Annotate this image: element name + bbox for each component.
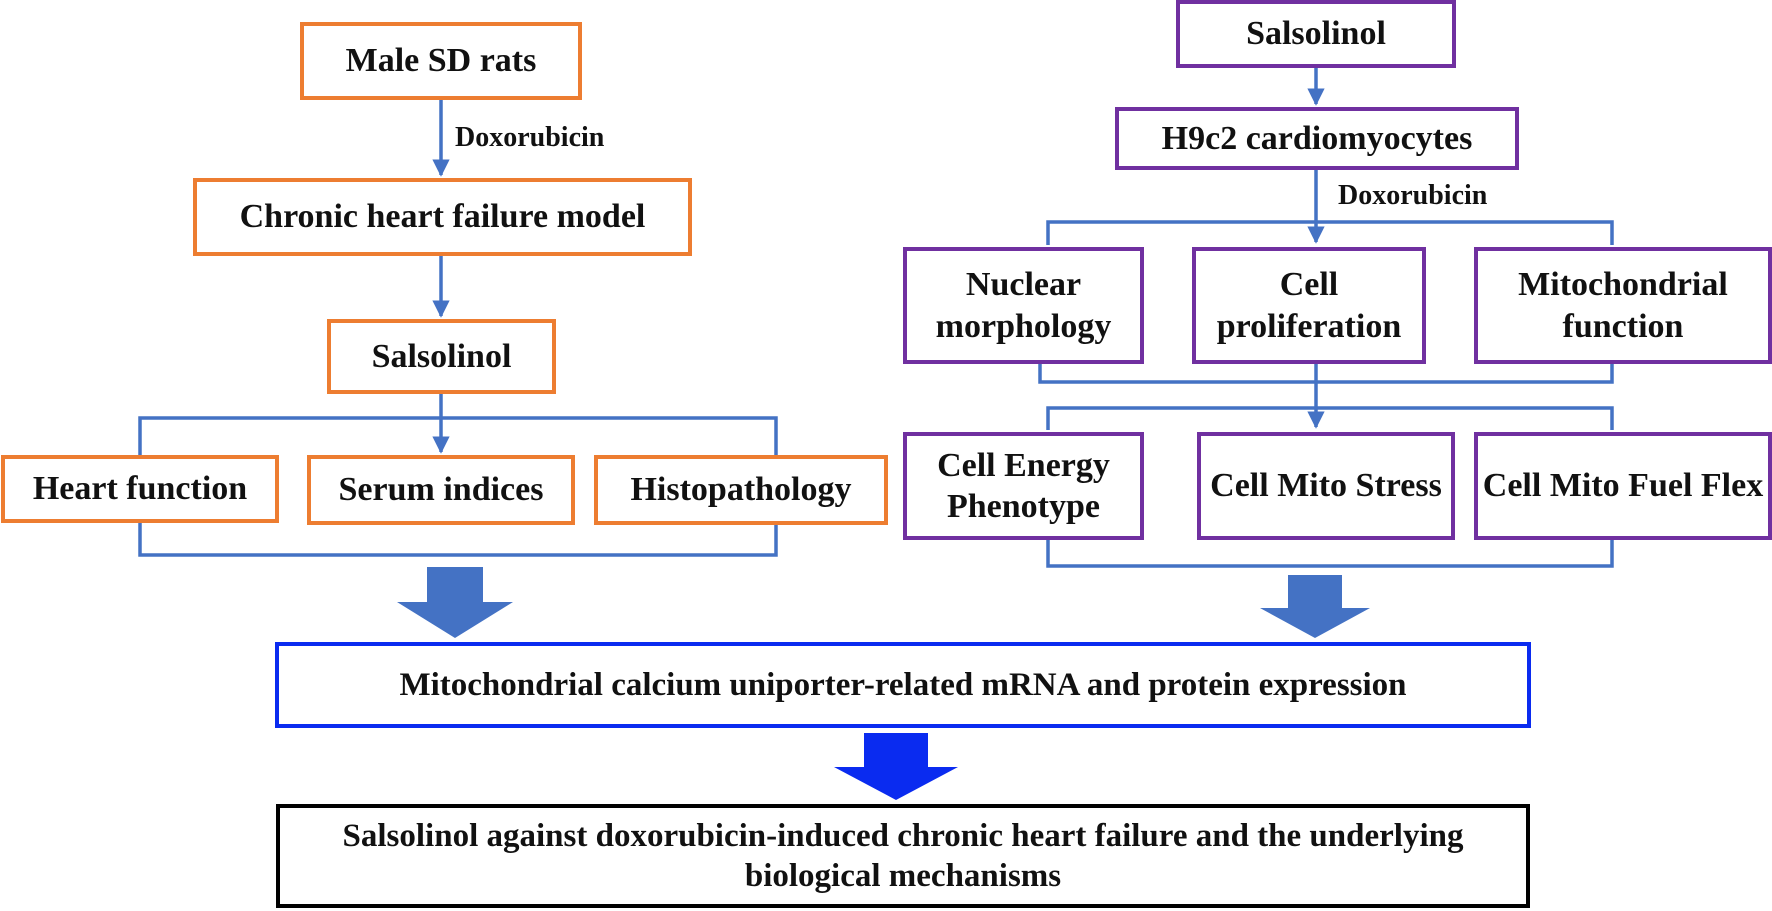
node-mcu-expression: Mitochondrial calcium uniporter-related …: [275, 642, 1531, 728]
node-serum-indices-label: Serum indices: [338, 471, 544, 509]
bracket-left-outcomes-bottom: [138, 522, 778, 557]
node-chronic-heart-failure-model-label: Chronic heart failure model: [239, 198, 646, 236]
node-histopathology: Histopathology: [594, 455, 888, 525]
edge-label-doxorubicin-right: Doxorubicin: [1338, 180, 1488, 211]
node-cell-proliferation-label: Cell proliferation: [1216, 266, 1402, 345]
node-salsolinol-left-label: Salsolinol: [371, 337, 512, 375]
bracket-right-row1-top: [1046, 220, 1614, 245]
node-cell-mito-stress: Cell Mito Stress: [1197, 432, 1455, 540]
bracket-right-row1-bottom: [1038, 363, 1614, 384]
bracket-left-outcomes-top: [138, 416, 778, 455]
node-heart-function-label: Heart function: [32, 470, 248, 508]
node-conclusion: Salsolinol against doxorubicin-induced c…: [276, 804, 1530, 908]
block-arrow-left: [397, 567, 513, 638]
node-salsolinol-right-label: Salsolinol: [1246, 15, 1386, 53]
node-mitochondrial-function: Mitochondrial function: [1474, 247, 1772, 364]
bracket-right-row2-top: [1046, 406, 1614, 430]
node-salsolinol-right: Salsolinol: [1176, 0, 1456, 68]
node-cell-energy-phenotype-label: Cell Energy Phenotype: [937, 446, 1110, 525]
node-salsolinol-left: Salsolinol: [327, 319, 556, 394]
node-h9c2-cardiomyocytes: H9c2 cardiomyocytes: [1115, 107, 1519, 170]
block-arrow-right: [1260, 575, 1370, 638]
node-cell-proliferation: Cell proliferation: [1192, 247, 1426, 364]
node-histopathology-label: Histopathology: [630, 471, 852, 509]
node-nuclear-morphology-label: Nuclear morphology: [935, 266, 1112, 345]
node-mitochondrial-function-label: Mitochondrial function: [1518, 266, 1728, 345]
bracket-right-row2-bottom: [1046, 540, 1614, 568]
node-conclusion-label: Salsolinol against doxorubicin-induced c…: [342, 817, 1464, 894]
edge-label-doxorubicin-left: Doxorubicin: [455, 122, 605, 153]
node-mcu-expression-label: Mitochondrial calcium uniporter-related …: [399, 666, 1407, 703]
node-chronic-heart-failure-model: Chronic heart failure model: [193, 178, 692, 256]
node-cell-mito-stress-label: Cell Mito Stress: [1210, 467, 1442, 505]
node-h9c2-cardiomyocytes-label: H9c2 cardiomyocytes: [1161, 119, 1473, 157]
node-male-sd-rats: Male SD rats: [300, 22, 582, 100]
node-nuclear-morphology: Nuclear morphology: [903, 247, 1144, 364]
node-cell-mito-fuel-flex: Cell Mito Fuel Flex: [1474, 432, 1772, 540]
node-heart-function: Heart function: [1, 455, 279, 523]
node-cell-mito-fuel-flex-label: Cell Mito Fuel Flex: [1482, 467, 1764, 505]
node-serum-indices: Serum indices: [307, 455, 575, 525]
block-arrow-bottom: [834, 733, 958, 800]
node-cell-energy-phenotype: Cell Energy Phenotype: [903, 432, 1144, 540]
node-male-sd-rats-label: Male SD rats: [345, 42, 537, 80]
